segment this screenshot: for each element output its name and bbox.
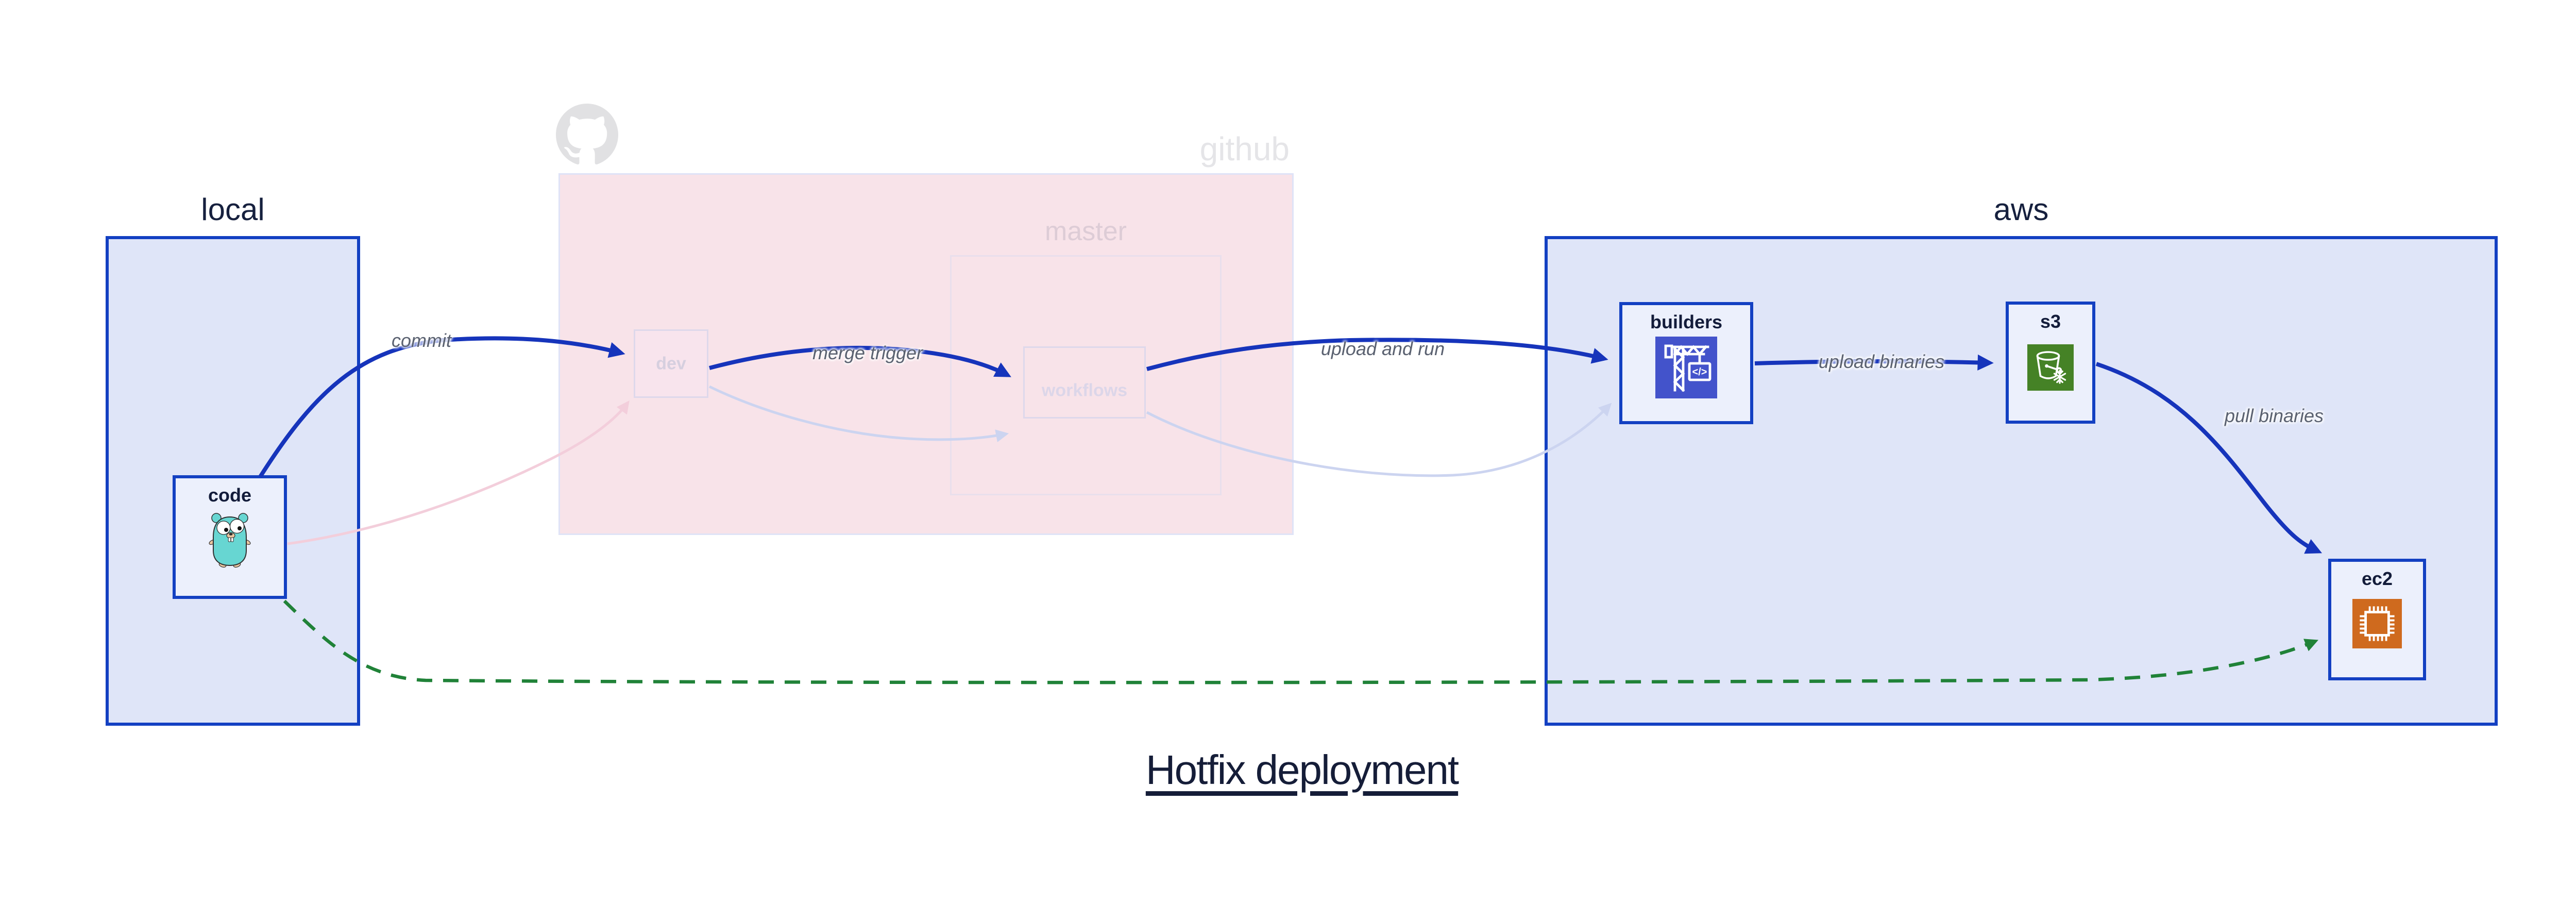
edge-pull-binaries-label: pull binaries: [2224, 405, 2324, 426]
edge-upload-binaries-label: upload binaries: [1818, 351, 1945, 372]
edge-upload-and-run-label: upload and run: [1320, 338, 1445, 359]
svg-text:</>: </>: [1692, 366, 1707, 378]
node-builders: builders </>: [1619, 302, 1753, 424]
edge-merge-trigger-label: merge trigger: [812, 342, 923, 363]
diagram-title: Hotfix deployment: [1145, 747, 1459, 793]
node-builders-label: builders: [1650, 311, 1723, 332]
node-s3-label: s3: [2040, 311, 2061, 332]
node-s3: s3: [2006, 302, 2095, 424]
master-label: master: [1045, 216, 1127, 246]
node-workflows-label: workflows: [1041, 380, 1128, 400]
aws-s3-bucket-icon: [2027, 344, 2074, 391]
node-dev: dev: [634, 329, 708, 398]
node-dev-label: dev: [656, 354, 686, 373]
node-workflows: workflows: [1023, 346, 1146, 419]
go-gopher-icon: [209, 513, 251, 568]
aws-ec2-chip-icon: [2352, 599, 2402, 648]
github-octocat-icon: [556, 104, 618, 165]
node-code: code: [173, 475, 287, 599]
github-label: github: [1199, 130, 1290, 168]
node-code-label: code: [208, 485, 252, 506]
edge-commit-label: commit: [392, 330, 451, 351]
aws-codebuild-crane-icon: </>: [1655, 337, 1717, 398]
local-label: local: [201, 192, 265, 227]
node-ec2: ec2: [2328, 559, 2426, 680]
node-ec2-label: ec2: [2361, 568, 2393, 589]
aws-label: aws: [1993, 192, 2049, 227]
